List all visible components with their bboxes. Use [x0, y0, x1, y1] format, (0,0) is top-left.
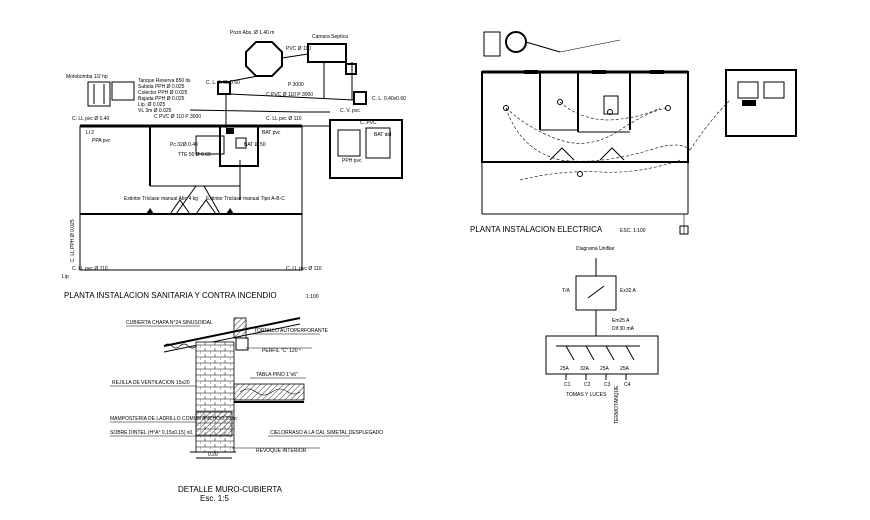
- plan-sanitaria: Pozo Abs. Ø 1.40 m Camara Septica PVC Ø …: [62, 30, 406, 300]
- label-cl-bottom-left: C. LL pvc Ø 110: [72, 266, 108, 272]
- camara-septica: [307, 43, 347, 63]
- camara-inspeccion: [329, 119, 403, 179]
- tanque-notes: Tanque Reserva 850 lts Subida PPH Ø 0.02…: [138, 78, 191, 114]
- diagrama-unifilar: Diagrama Unifilar T/A Ex32 A Em25 A Dif …: [545, 246, 659, 424]
- label-tomas: TOMAS Y LUCES: [566, 392, 607, 398]
- label-tornillo: TORNILLO AUTOPERFORANTE: [254, 328, 329, 334]
- label-vertical: C. LL PPH Ø 0.025: [70, 219, 76, 262]
- label-rejilla: REJILLA DE VENTILACION 15x20: [112, 380, 190, 386]
- label-pendiente-top: P 3000: [288, 82, 304, 88]
- label-cubierta: CUBIERTA CHAPA N°24 SINUSOIDAL: [126, 320, 213, 326]
- tanque-note: VL 3m Ø 0.025: [138, 108, 172, 114]
- label-breaker-main: Em25 A: [612, 318, 630, 324]
- circuit-label: C4: [624, 382, 631, 388]
- perfil-c: [233, 317, 247, 339]
- scale-detalle: Esc. 1:5: [200, 494, 229, 503]
- label-ex: Ex32 A: [620, 288, 637, 294]
- label-cv: C. V. pvc: [340, 108, 360, 114]
- label-pc: Pc 32Ø 0.40: [170, 142, 198, 148]
- label-bat-dal: BAT dal: [374, 132, 391, 138]
- tabla-pino: [233, 383, 305, 401]
- label-perfil: PERFIL "C" 120 º: [262, 348, 301, 354]
- label-mamposteria: MAMPOSTERIA DE LADRILLO COMUN ANCHO 0.20…: [110, 416, 237, 422]
- tablero-principal: [575, 275, 617, 311]
- label-pph: PPH pvc: [342, 158, 362, 164]
- dintel: [195, 411, 233, 437]
- circuit-label: C3: [604, 382, 611, 388]
- label-pvc-mid: C PVC Ø 110 P 3000: [266, 92, 313, 98]
- label-tte: TTE 50 Ø 0.60: [178, 152, 211, 158]
- label-extintor2: Extintor Triclase manual Tipo A-B-C: [206, 196, 285, 202]
- title-electrica: PLANTA INSTALACION ELECTRICA: [470, 225, 603, 234]
- title-sanitaria: PLANTA INSTALACION SANITARIA Y CONTRA IN…: [64, 291, 277, 300]
- tanque-note: Lip. Ø 0.025: [138, 102, 165, 108]
- label-cl-mid: C. L. 0.40x0.60: [206, 80, 240, 86]
- label-pozo: Pozo Abs. Ø 1.40 m: [230, 30, 274, 36]
- pozo-absorbente: [245, 41, 283, 77]
- label-cl-left: C. LL pvc Ø 0.40: [72, 116, 110, 122]
- label-bat1: BAT pvc: [262, 130, 281, 136]
- label-termotanque: TERMOTANQUE: [614, 385, 620, 424]
- label-camara: Camara Septica: [312, 34, 348, 40]
- label-extintor1: Extintor Triclase manual Abc 4 kg: [124, 196, 198, 202]
- label-ppa: PPA pvc: [92, 138, 111, 144]
- scale-electrica: ESC. 1:100: [620, 228, 646, 234]
- label-bat2: BAT Ø 50: [244, 142, 266, 148]
- label-cl-right: C. L. 0.40x0.60: [372, 96, 406, 102]
- scale-sanitaria: 1:100: [306, 294, 319, 300]
- tanque-note: Bajada PPH Ø 0.025: [138, 96, 185, 102]
- label-li: Li 2: [86, 130, 94, 136]
- label-cl-left2: C. LL pvc Ø 110: [266, 116, 302, 122]
- planta-electrica-outline: [481, 71, 689, 163]
- circuit-label: C2: [584, 382, 591, 388]
- tanque-note: Subida PPH Ø 0.025: [138, 84, 185, 90]
- circuit-rating: 25A: [560, 366, 570, 372]
- plan-electrica: PLANTA INSTALACION ELECTRICA ESC. 1:100: [470, 31, 797, 235]
- label-pvc-top: PVC Ø 110: [286, 46, 311, 52]
- motobomba: [87, 81, 111, 107]
- tablero-circuitos: [545, 335, 659, 375]
- title-detalle: DETALLE MURO-CUBIERTA: [178, 485, 283, 494]
- tanque-note: Colector PPH Ø 0.025: [138, 90, 188, 96]
- title-diagrama: Diagrama Unifilar: [576, 246, 615, 252]
- circuit-rating: 25A: [600, 366, 610, 372]
- circuit-label: C1: [564, 382, 571, 388]
- circuit-rating: 25A: [620, 366, 630, 372]
- circuit-rating: 32A: [580, 366, 590, 372]
- label-tabla: TABLA PINO 1"x6": [256, 372, 298, 378]
- tanque-note: Tanque Reserva 850 lts: [138, 78, 191, 84]
- label-breaker-sub: Dif 30 mA: [612, 326, 635, 332]
- tanque-reserva: [111, 81, 135, 101]
- label-ancho: 0.20: [208, 452, 218, 458]
- detalle-muro: 0.20 CUBIERTA CHAPA N°24 SINUSOIDAL TORN…: [110, 317, 383, 503]
- label-revoque: REVOQUE INTERIOR: [256, 448, 307, 454]
- label-pvc-right: C. PVC: [360, 120, 377, 126]
- label-motobomba: Motobomba 1/2 hp: [66, 74, 108, 80]
- label-ta: T/A: [562, 288, 570, 294]
- circuit-switches: [565, 345, 635, 361]
- label-cielorraso: CIELORRASO A LA CAL S/METAL DESPLEGADO: [270, 430, 383, 436]
- label-pvc-inner: C PVC Ø 110 P 3000: [154, 114, 201, 120]
- label-cl-bottom-right: C. LL pvc Ø 110: [286, 266, 322, 272]
- label-dintel: SOBRE DINTEL (H°A° 0.15x0.15) x0.: [110, 430, 194, 436]
- label-lip: Lip: [62, 274, 69, 280]
